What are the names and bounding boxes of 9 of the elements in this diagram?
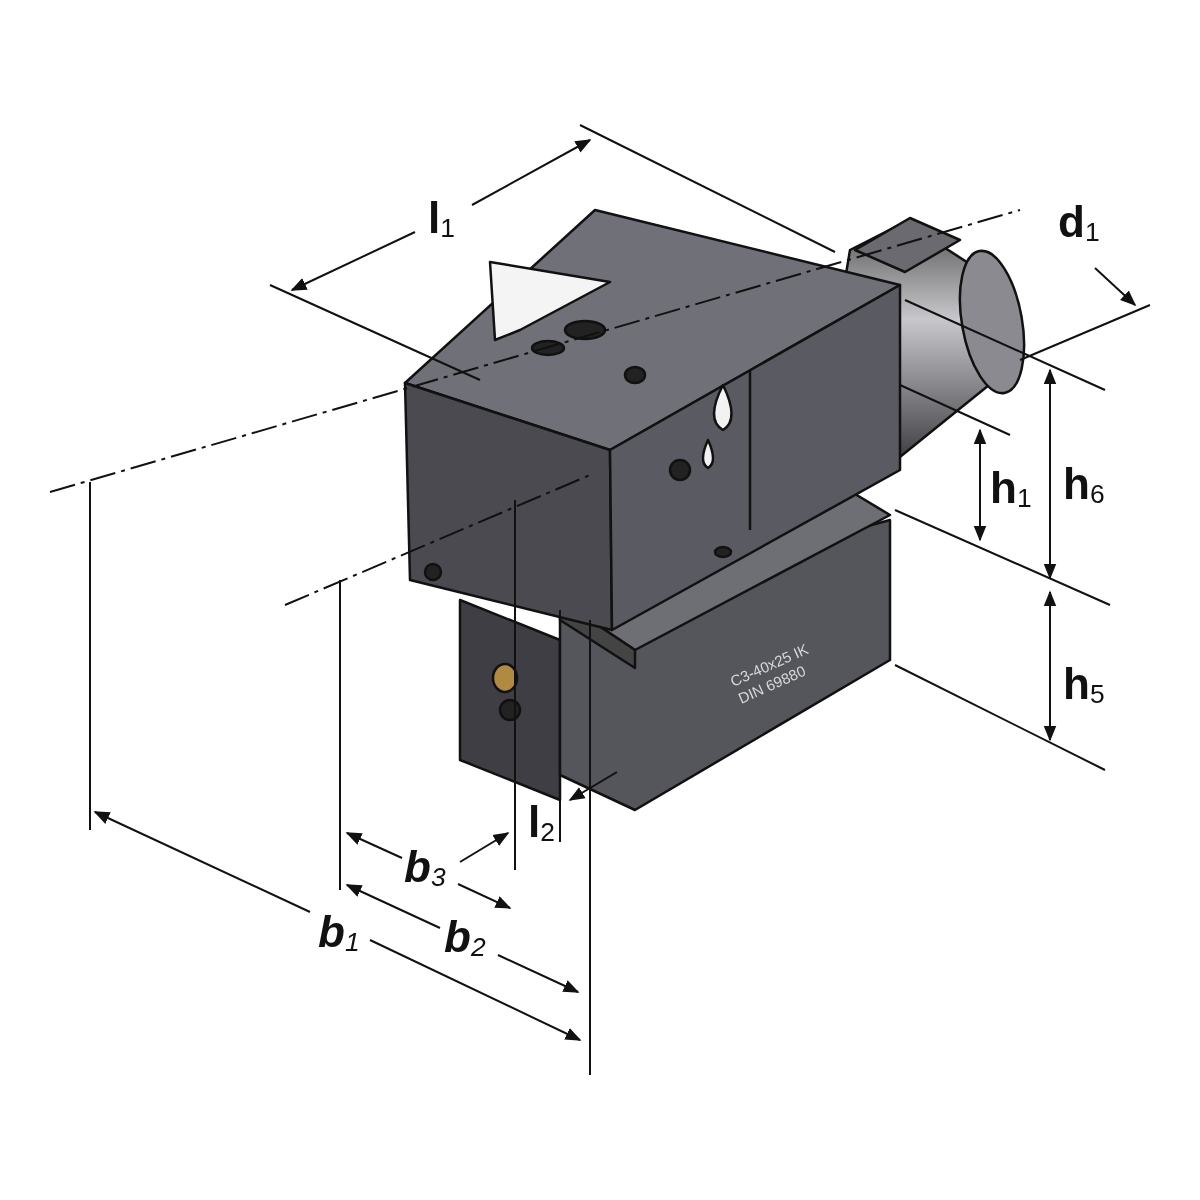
- dimension-label: l$_{2}$: [528, 800, 555, 846]
- dimension-label: h$_{1}$: [990, 466, 1032, 512]
- dimension-label: b$_{3}$: [404, 845, 446, 891]
- dimension-label: d$_{1}$: [1058, 200, 1100, 246]
- dimension-label: b$_{1}$: [318, 910, 360, 956]
- dimension-label: h$_{5}$: [1063, 662, 1105, 708]
- dimension-label: l$_{1}$: [428, 196, 455, 242]
- dimension-label: h$_{6}$: [1063, 462, 1105, 508]
- dimension-label: b$_{2}$: [444, 915, 486, 961]
